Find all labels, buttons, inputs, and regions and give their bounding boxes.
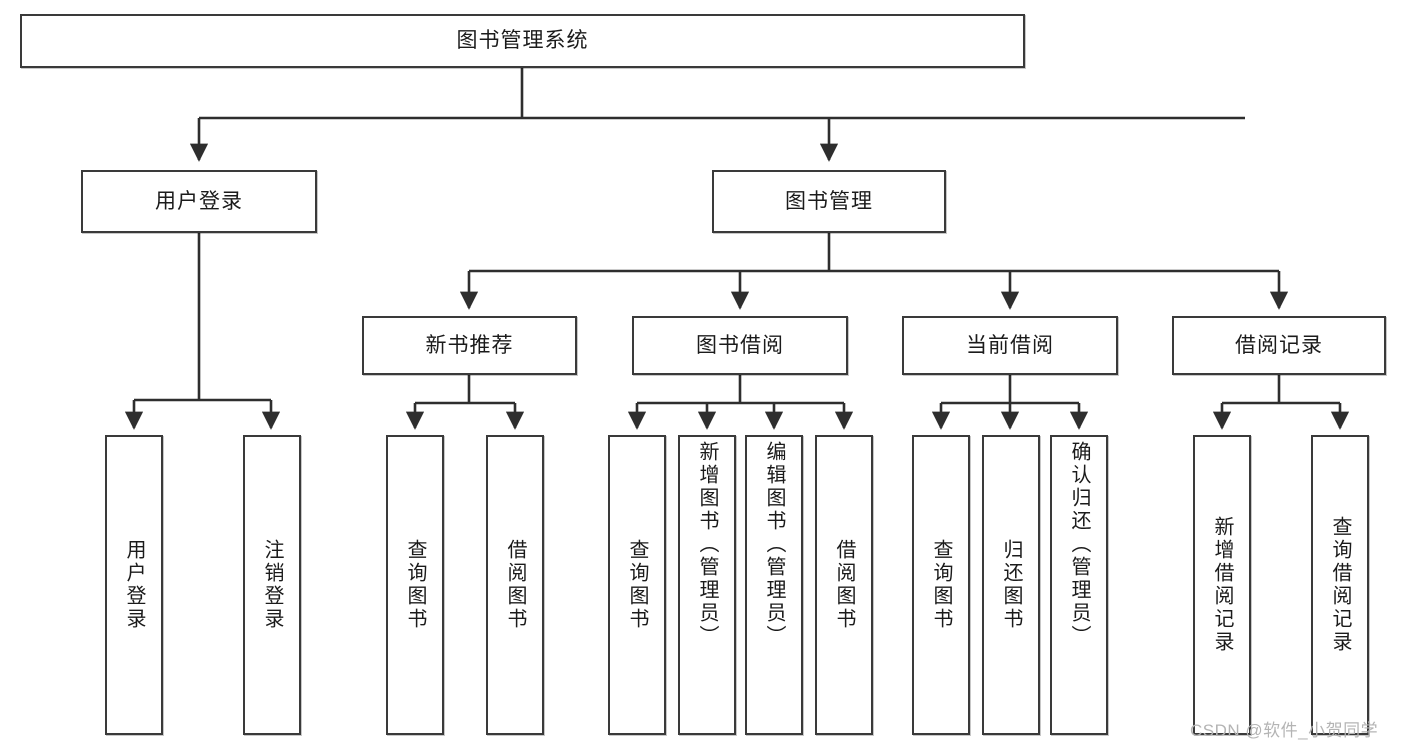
node-label: 新增图书（管理员） — [696, 441, 718, 648]
node-leaf-query-book-borrow[interactable]: 查询图书 — [608, 435, 666, 735]
node-label: 查询图书 — [930, 539, 952, 631]
node-leaf-add-book[interactable]: 新增图书（管理员） — [678, 435, 736, 735]
node-label: 借阅记录 — [1235, 333, 1323, 357]
node-root-book-management-system[interactable]: 图书管理系统 — [20, 14, 1025, 68]
node-label: 借阅图书 — [504, 539, 526, 631]
node-label: 新书推荐 — [425, 333, 514, 357]
node-user-login[interactable]: 用户登录 — [81, 170, 317, 233]
node-current-borrowing[interactable]: 当前借阅 — [902, 316, 1118, 375]
node-label: 用户登录 — [123, 539, 145, 631]
node-label: 查询图书 — [404, 539, 426, 631]
node-label: 当前借阅 — [966, 333, 1054, 357]
node-leaf-user-login[interactable]: 用户登录 — [105, 435, 163, 735]
node-label: 图书管理 — [785, 189, 873, 213]
node-book-borrowing[interactable]: 图书借阅 — [632, 316, 848, 375]
node-label: 图书管理系统 — [456, 29, 589, 53]
node-label: 查询借阅记录 — [1329, 516, 1351, 654]
node-leaf-user-logout[interactable]: 注销登录 — [243, 435, 301, 735]
node-label: 用户登录 — [155, 189, 243, 213]
node-borrowing-records[interactable]: 借阅记录 — [1172, 316, 1386, 375]
node-leaf-edit-book[interactable]: 编辑图书（管理员） — [745, 435, 803, 735]
node-leaf-query-borrowing-record[interactable]: 查询借阅记录 — [1311, 435, 1369, 735]
node-label: 查询图书 — [626, 539, 648, 631]
watermark-csdn: CSDN @软件_小贺同学 — [1190, 721, 1379, 740]
node-label: 编辑图书（管理员） — [763, 441, 785, 648]
node-label: 借阅图书 — [833, 539, 855, 631]
node-book-management[interactable]: 图书管理 — [712, 170, 946, 233]
node-label: 归还图书 — [1000, 539, 1022, 631]
node-leaf-confirm-return[interactable]: 确认归还（管理员） — [1050, 435, 1108, 735]
node-leaf-query-book-new[interactable]: 查询图书 — [386, 435, 444, 735]
node-new-book-recommendation[interactable]: 新书推荐 — [362, 316, 577, 375]
node-leaf-borrow-book-new[interactable]: 借阅图书 — [486, 435, 544, 735]
node-leaf-return-book[interactable]: 归还图书 — [982, 435, 1040, 735]
node-label: 图书借阅 — [696, 333, 784, 357]
node-leaf-add-borrowing-record[interactable]: 新增借阅记录 — [1193, 435, 1251, 735]
node-leaf-borrow-book[interactable]: 借阅图书 — [815, 435, 873, 735]
node-leaf-query-book-current[interactable]: 查询图书 — [912, 435, 970, 735]
node-label: 确认归还（管理员） — [1068, 441, 1090, 648]
node-label: 注销登录 — [261, 539, 283, 631]
node-label: 新增借阅记录 — [1211, 516, 1233, 654]
